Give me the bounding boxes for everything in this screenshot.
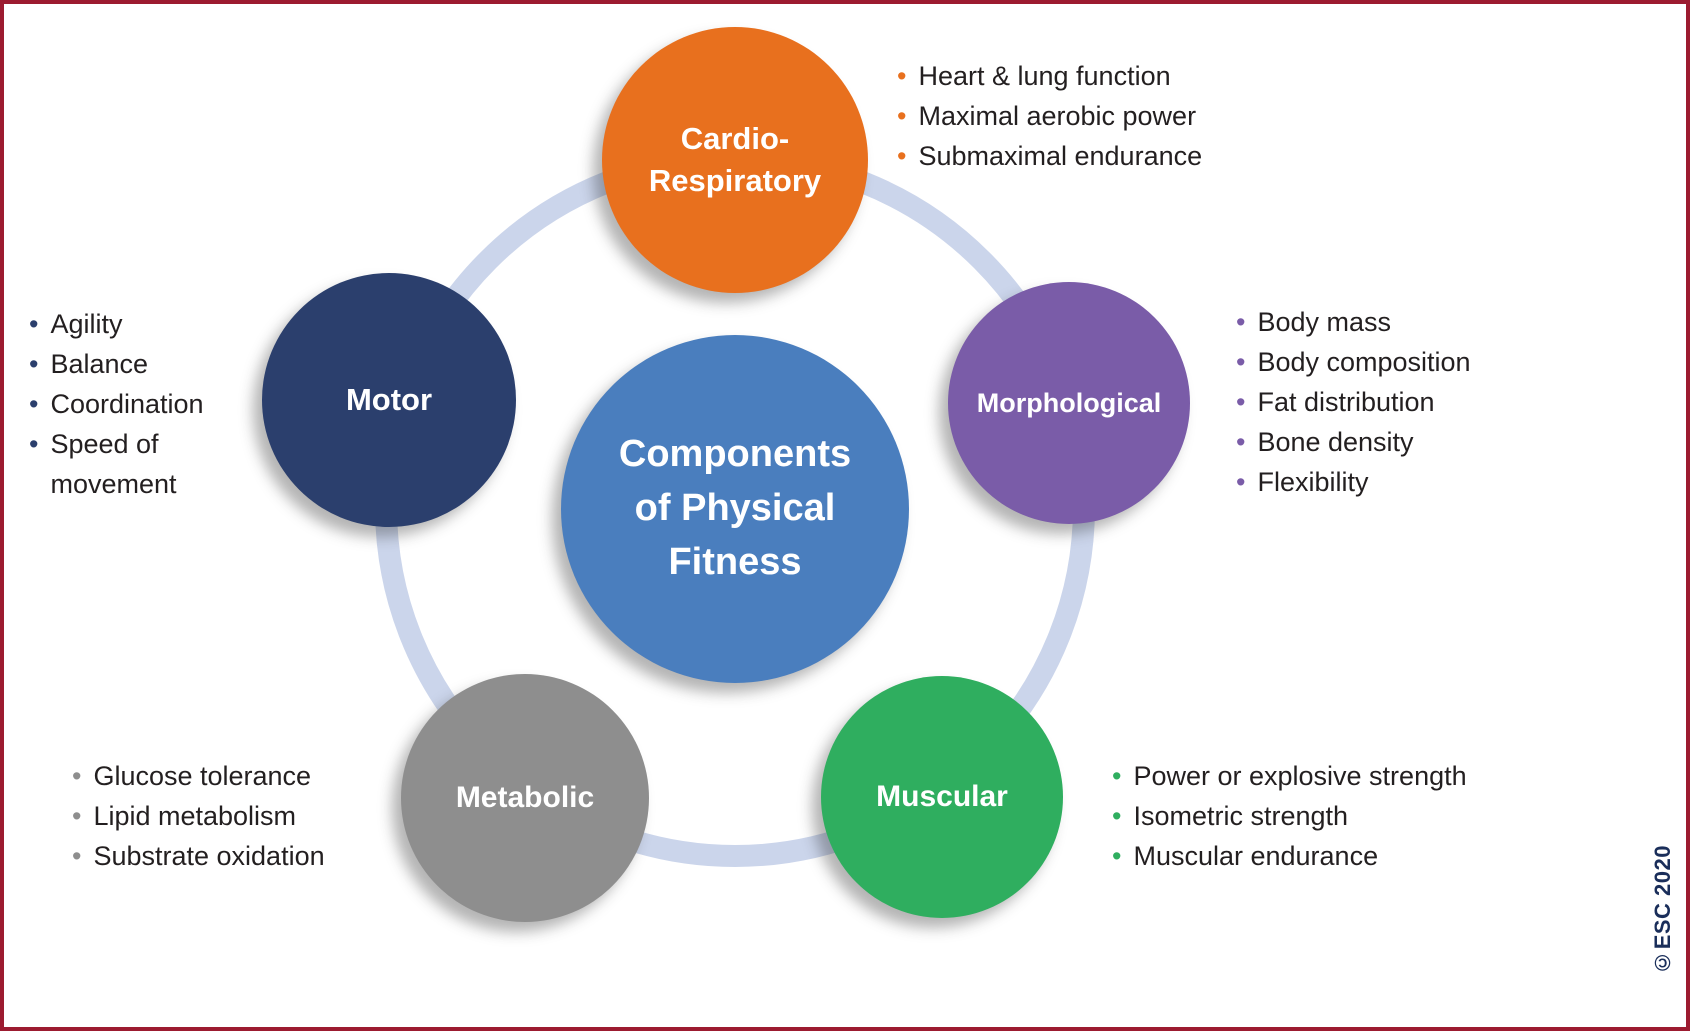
copyright-credit: ©ESC 2020: [1650, 845, 1675, 975]
list-item: Bone density: [1236, 422, 1471, 462]
circle-center-title: Components of Physical Fitness: [561, 335, 909, 683]
bullet-icon: [29, 304, 38, 344]
list-item-label: Muscular endurance: [1133, 841, 1379, 871]
list-item: Submaximal endurance: [897, 136, 1202, 176]
circle-metabolic: Metabolic: [401, 674, 649, 922]
list-item-label: Coordination: [50, 389, 204, 419]
list-item-label: Substrate oxidation: [93, 841, 325, 871]
list-item-label: Fat distribution: [1257, 387, 1435, 417]
circle-motor-label: Motor: [345, 382, 433, 417]
circle-metabolic-label: Metabolic: [455, 781, 595, 814]
circle-muscular: Muscular: [821, 676, 1063, 918]
list-morphological: Body mass Body composition Fat distribut…: [1236, 302, 1471, 502]
list-item-label: Speed of movement: [50, 429, 177, 499]
list-item-label: Submaximal endurance: [918, 141, 1203, 171]
bullet-icon: [1236, 462, 1245, 502]
list-item: Agility: [29, 304, 244, 344]
list-item: Body mass: [1236, 302, 1471, 342]
list-item-label: Isometric strength: [1133, 801, 1349, 831]
bullet-icon: [897, 56, 906, 96]
bullet-icon: [1112, 756, 1121, 796]
bullet-icon: [72, 836, 81, 876]
list-item: Speed of movement: [29, 424, 244, 504]
list-item: Coordination: [29, 384, 244, 424]
list-item: Glucose tolerance: [72, 756, 325, 796]
list-muscular: Power or explosive strength Isometric st…: [1112, 756, 1467, 876]
bullet-icon: [1112, 796, 1121, 836]
list-item-label: Body mass: [1257, 307, 1392, 337]
list-item-label: Body composition: [1257, 347, 1471, 377]
circle-morphological: Morphological: [948, 282, 1190, 524]
list-item-label: Agility: [50, 309, 123, 339]
list-cardio-respiratory: Heart & lung function Maximal aerobic po…: [897, 56, 1202, 176]
list-item: Heart & lung function: [897, 56, 1202, 96]
circle-motor: Motor: [262, 273, 516, 527]
list-item-label: Heart & lung function: [918, 61, 1171, 91]
bullet-icon: [897, 136, 906, 176]
list-item-label: Power or explosive strength: [1133, 761, 1467, 791]
bullet-icon: [1236, 422, 1245, 462]
list-metabolic: Glucose tolerance Lipid metabolism Subst…: [72, 756, 325, 876]
list-item: Lipid metabolism: [72, 796, 325, 836]
circle-muscular-label: Muscular: [876, 780, 1008, 813]
list-item: Body composition: [1236, 342, 1471, 382]
bullet-icon: [1112, 836, 1121, 876]
list-item: Maximal aerobic power: [897, 96, 1202, 136]
list-item: Fat distribution: [1236, 382, 1471, 422]
list-motor: Agility Balance Coordination Speed of mo…: [29, 304, 244, 504]
diagram-title: Components of Physical Fitness: [618, 433, 852, 583]
bullet-icon: [72, 796, 81, 836]
bullet-icon: [897, 96, 906, 136]
list-item: Balance: [29, 344, 244, 384]
list-item-label: Lipid metabolism: [93, 801, 297, 831]
list-item: Power or explosive strength: [1112, 756, 1467, 796]
circle-cardio-respiratory-label: Cardio- Respiratory: [648, 121, 822, 198]
bullet-icon: [72, 756, 81, 796]
list-item-label: Maximal aerobic power: [918, 101, 1197, 131]
circle-morphological-label: Morphological: [976, 387, 1162, 418]
list-item: Isometric strength: [1112, 796, 1467, 836]
circle-cardio-respiratory: Cardio- Respiratory: [602, 27, 868, 293]
list-item-label: Flexibility: [1257, 467, 1369, 497]
list-item-label: Glucose tolerance: [93, 761, 312, 791]
bullet-icon: [1236, 382, 1245, 422]
bullet-icon: [1236, 342, 1245, 382]
list-item-label: Balance: [50, 349, 149, 379]
bullet-icon: [29, 424, 38, 464]
bullet-icon: [29, 344, 38, 384]
bullet-icon: [1236, 302, 1245, 342]
bullet-icon: [29, 384, 38, 424]
list-item: Muscular endurance: [1112, 836, 1467, 876]
list-item-label: Bone density: [1257, 427, 1414, 457]
list-item: Substrate oxidation: [72, 836, 325, 876]
list-item: Flexibility: [1236, 462, 1471, 502]
